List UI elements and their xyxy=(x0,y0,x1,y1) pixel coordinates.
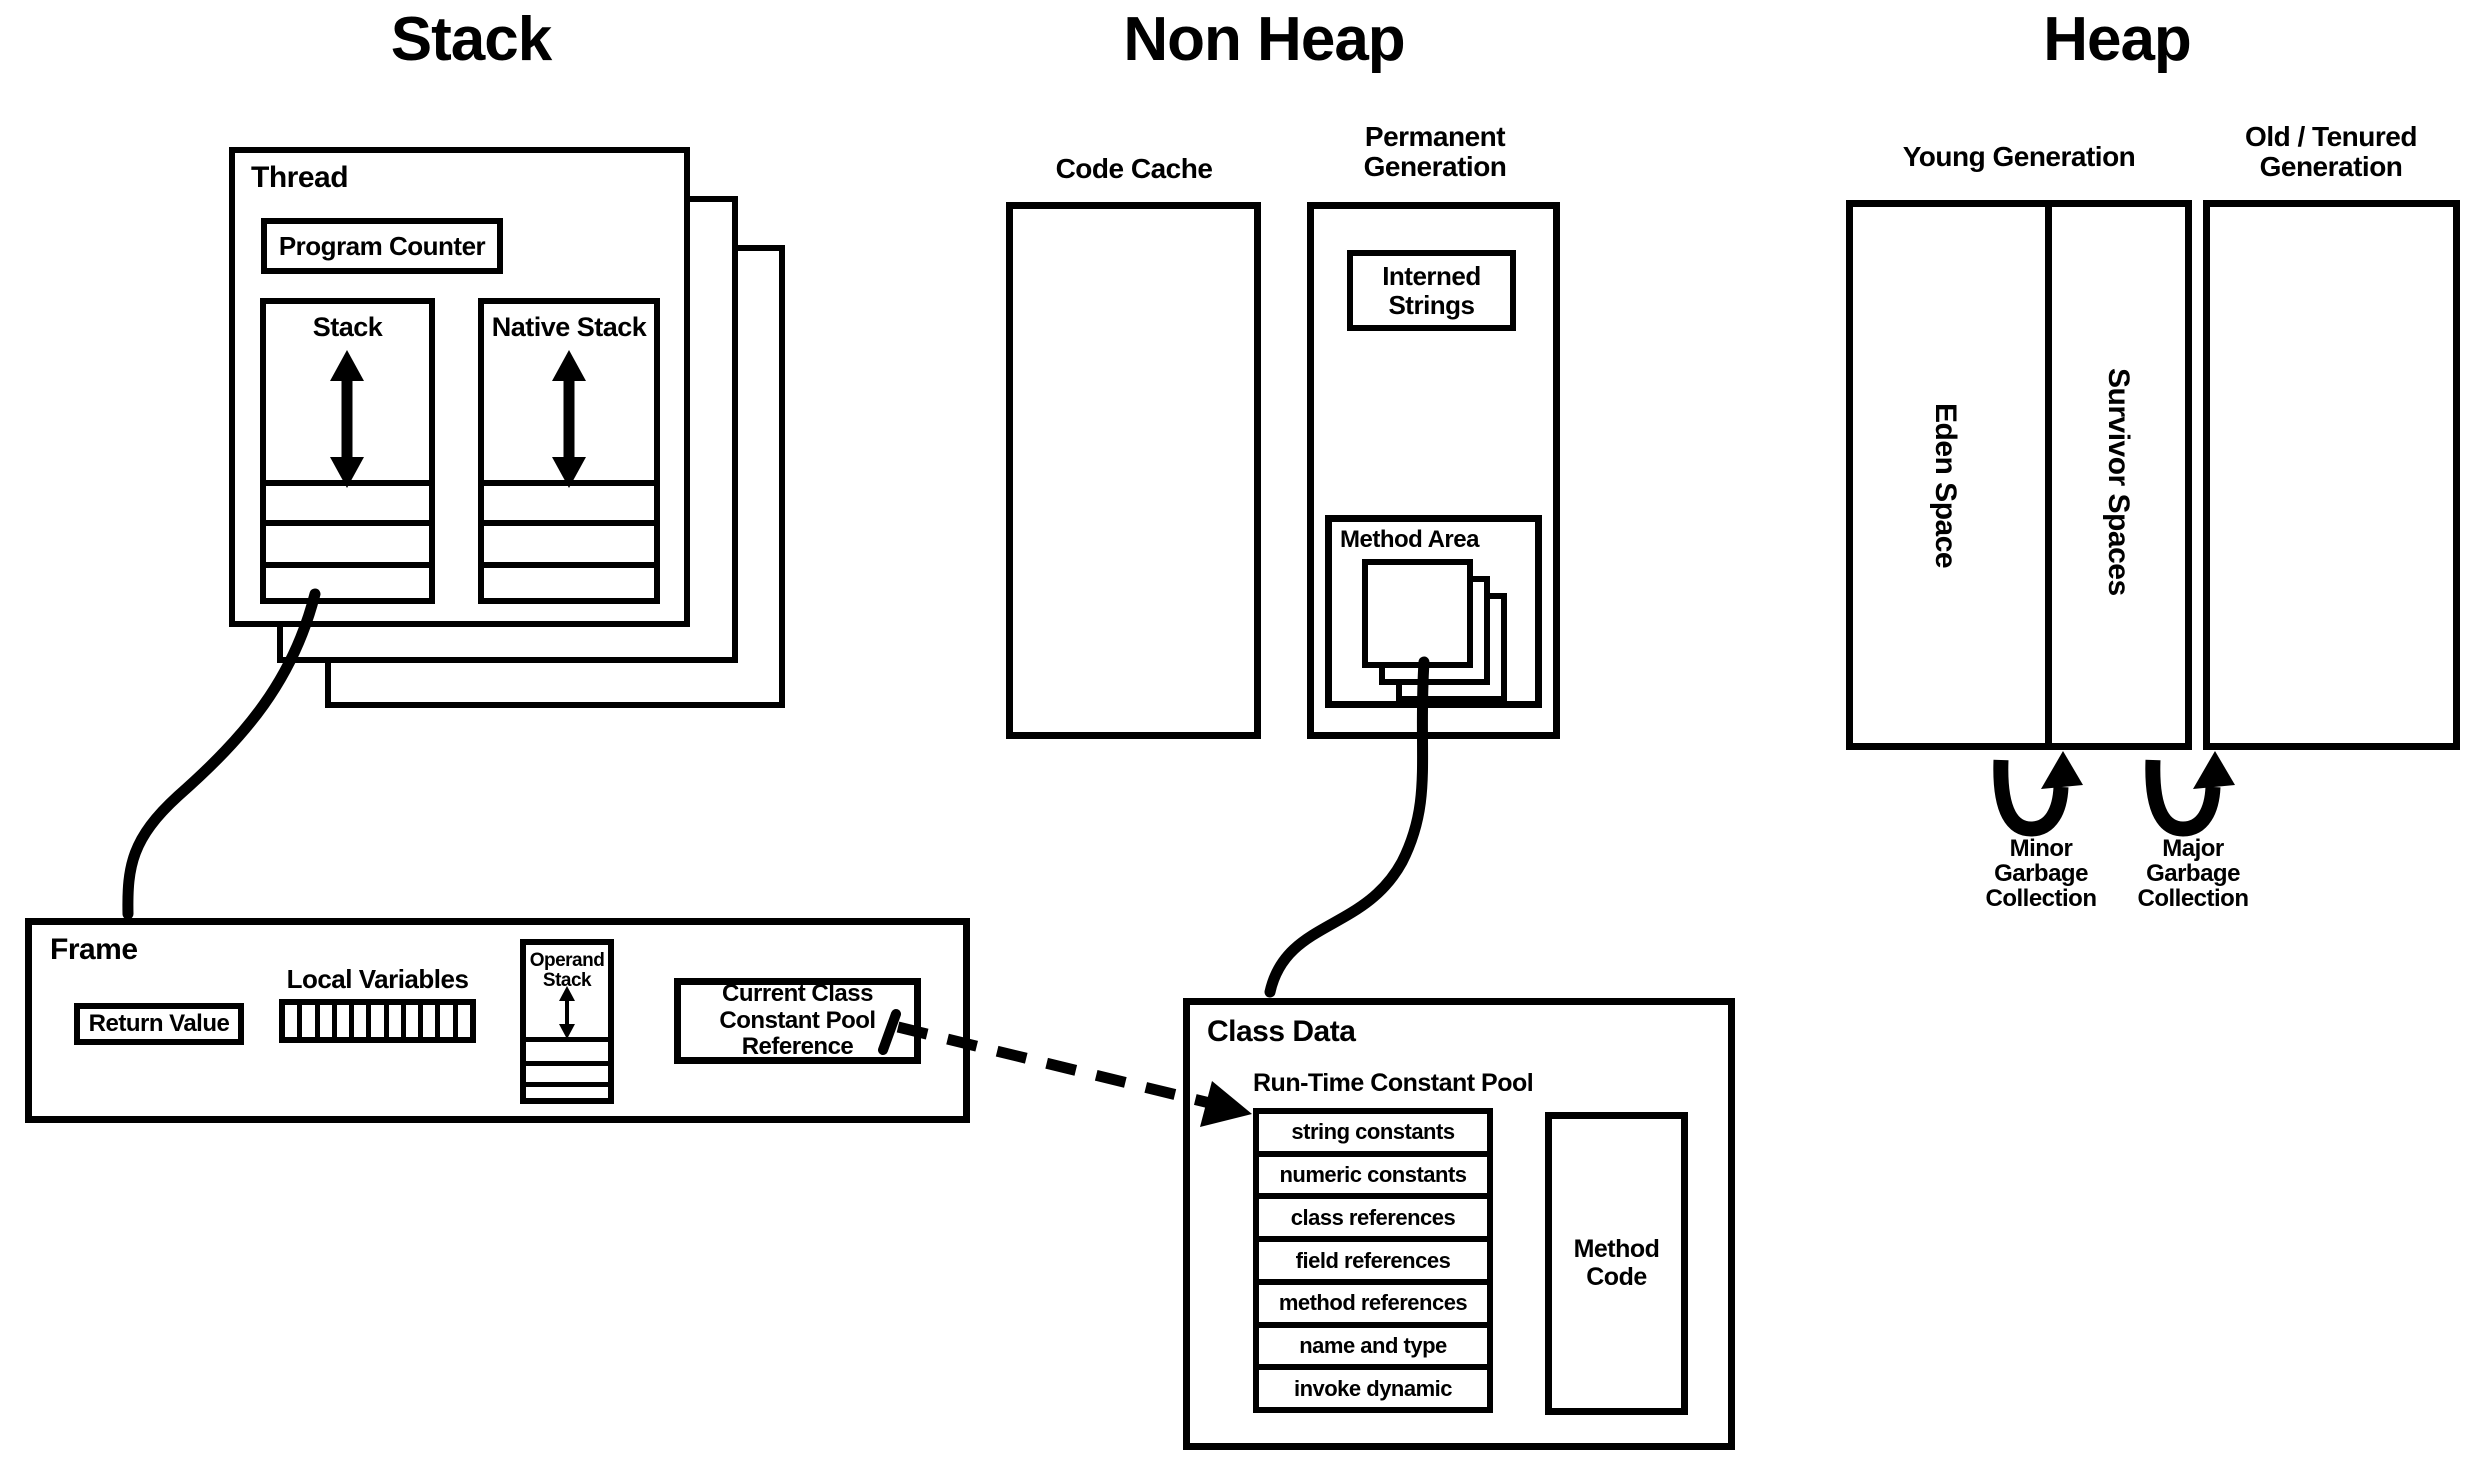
interned-strings-label: Interned Strings xyxy=(1382,261,1481,320)
young-generation-box xyxy=(1846,200,2192,750)
pool-row: invoke dynamic xyxy=(1259,1370,1487,1408)
pool-row: field references xyxy=(1259,1242,1487,1279)
operand-slot-line xyxy=(526,1061,608,1066)
operand-stack-label: Operand Stack xyxy=(529,950,605,991)
operand-slot-line xyxy=(526,1082,608,1087)
pool-row: numeric constants xyxy=(1259,1156,1487,1194)
interned-strings-box: Interned Strings xyxy=(1347,250,1516,331)
code-cache-label: Code Cache xyxy=(1055,153,1213,184)
constant-pool-reference-label: Current Class Constant Pool Reference xyxy=(719,980,876,1061)
major-gc-label: Major Garbage Collection xyxy=(2137,835,2249,913)
operand-stack-box: Operand Stack xyxy=(520,939,614,1104)
class-page-icon xyxy=(1362,559,1473,668)
stack-slot-line xyxy=(266,480,429,486)
pool-row: method references xyxy=(1259,1284,1487,1322)
old-tenured-generation-label: Old / Tenured Generation xyxy=(2245,121,2417,182)
method-code-label: Method Code xyxy=(1573,1235,1660,1291)
survivor-spaces-label: Survivor Spaces xyxy=(2102,368,2135,596)
program-counter-box: Program Counter xyxy=(261,218,503,274)
vm-stack-label: Stack xyxy=(312,312,383,342)
stack-section-title: Stack xyxy=(390,5,552,74)
stack-slot-line xyxy=(266,562,429,568)
runtime-constant-pool-label: Run-Time Constant Pool xyxy=(1253,1069,1534,1097)
arrow-up-icon xyxy=(2193,751,2235,789)
eden-space-label: Eden Space xyxy=(1929,403,1962,569)
thread-label: Thread xyxy=(251,161,349,194)
heap-section-title: Heap xyxy=(2043,5,2192,74)
minor-gc-label: Minor Garbage Collection xyxy=(1985,835,2097,913)
permanent-generation-label: Permanent Generation xyxy=(1363,121,1507,182)
method-code-box: Method Code xyxy=(1545,1112,1688,1415)
eden-survivor-divider xyxy=(2045,207,2052,743)
stack-slot-line xyxy=(266,520,429,526)
stack-slot-line xyxy=(484,480,654,486)
return-value-label: Return Value xyxy=(88,1010,230,1037)
return-value-box: Return Value xyxy=(74,1003,244,1045)
stack-slot-line xyxy=(484,520,654,526)
method-area-label: Method Area xyxy=(1340,526,1479,553)
vm-stack-box: Stack xyxy=(260,298,435,604)
pool-row: name and type xyxy=(1259,1327,1487,1365)
operand-slot-line xyxy=(526,1037,608,1042)
arrow-up-icon xyxy=(2041,751,2083,789)
young-generation-label: Young Generation xyxy=(1902,141,2136,172)
native-stack-label: Native Stack xyxy=(491,312,647,342)
local-variables-cells xyxy=(279,999,476,1043)
class-data-label: Class Data xyxy=(1207,1015,1356,1048)
constant-pool-reference-box: Current Class Constant Pool Reference xyxy=(674,978,921,1064)
non-heap-section-title: Non Heap xyxy=(1123,5,1405,74)
frame-label: Frame xyxy=(50,933,138,966)
local-variables-label: Local Variables xyxy=(286,964,469,994)
old-generation-box xyxy=(2203,200,2460,750)
stack-slot-line xyxy=(484,562,654,568)
runtime-constant-pool-box: string constants numeric constants class… xyxy=(1253,1108,1493,1413)
pool-row: class references xyxy=(1259,1199,1487,1237)
program-counter-label: Program Counter xyxy=(278,230,486,261)
pool-row: string constants xyxy=(1259,1114,1487,1151)
major-gc-arrow xyxy=(2145,759,2221,837)
code-cache-box xyxy=(1006,202,1261,739)
minor-gc-arrow xyxy=(1993,759,2069,837)
native-stack-box: Native Stack xyxy=(478,298,660,604)
